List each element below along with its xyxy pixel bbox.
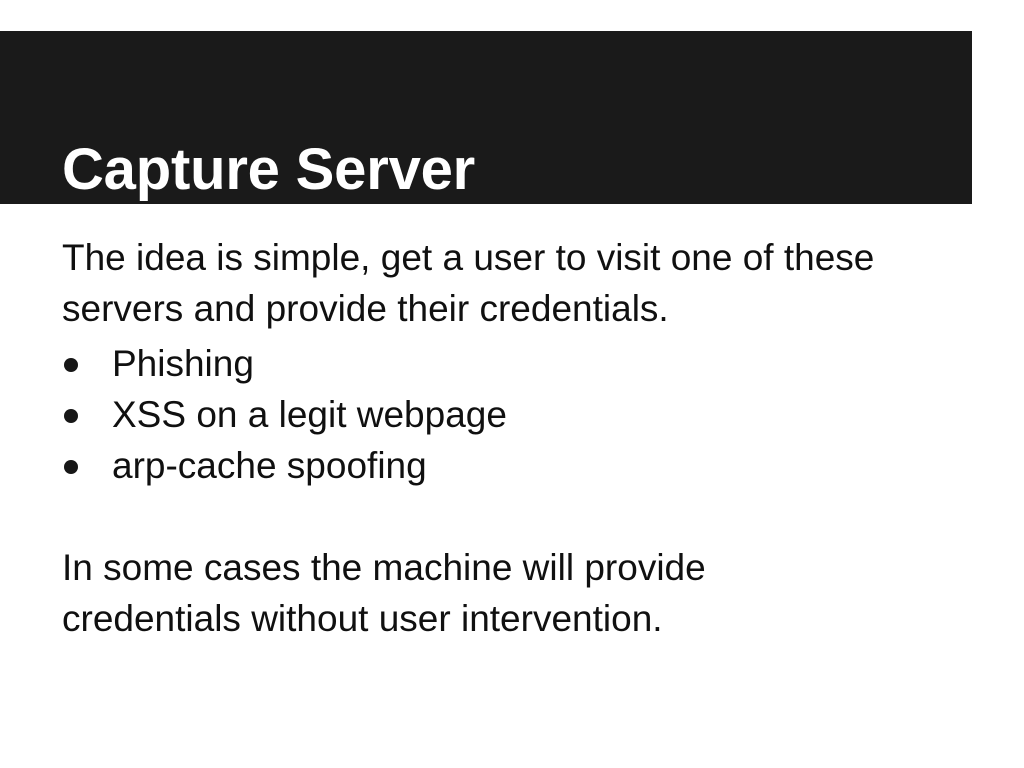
intro-paragraph: The idea is simple, get a user to visit … bbox=[62, 237, 875, 329]
list-item-label: Phishing bbox=[112, 343, 254, 384]
list-item-label: arp-cache spoofing bbox=[112, 445, 427, 486]
closing-paragraph: In some cases the machine will provide c… bbox=[62, 547, 706, 639]
page-title: Capture Server bbox=[62, 137, 476, 202]
filled-circle-bullet-icon bbox=[64, 409, 78, 423]
paragraph-spacer bbox=[62, 491, 942, 542]
title-banner: Capture Server bbox=[0, 31, 972, 204]
bullet-list: Phishing XSS on a legit webpage arp-cach… bbox=[62, 338, 942, 491]
slide-body: The idea is simple, get a user to visit … bbox=[62, 232, 942, 644]
list-item: arp-cache spoofing bbox=[62, 440, 942, 491]
list-item: XSS on a legit webpage bbox=[62, 389, 942, 440]
filled-circle-bullet-icon bbox=[64, 460, 78, 474]
list-item-label: XSS on a legit webpage bbox=[112, 394, 507, 435]
list-item: Phishing bbox=[62, 338, 942, 389]
filled-circle-bullet-icon bbox=[64, 358, 78, 372]
